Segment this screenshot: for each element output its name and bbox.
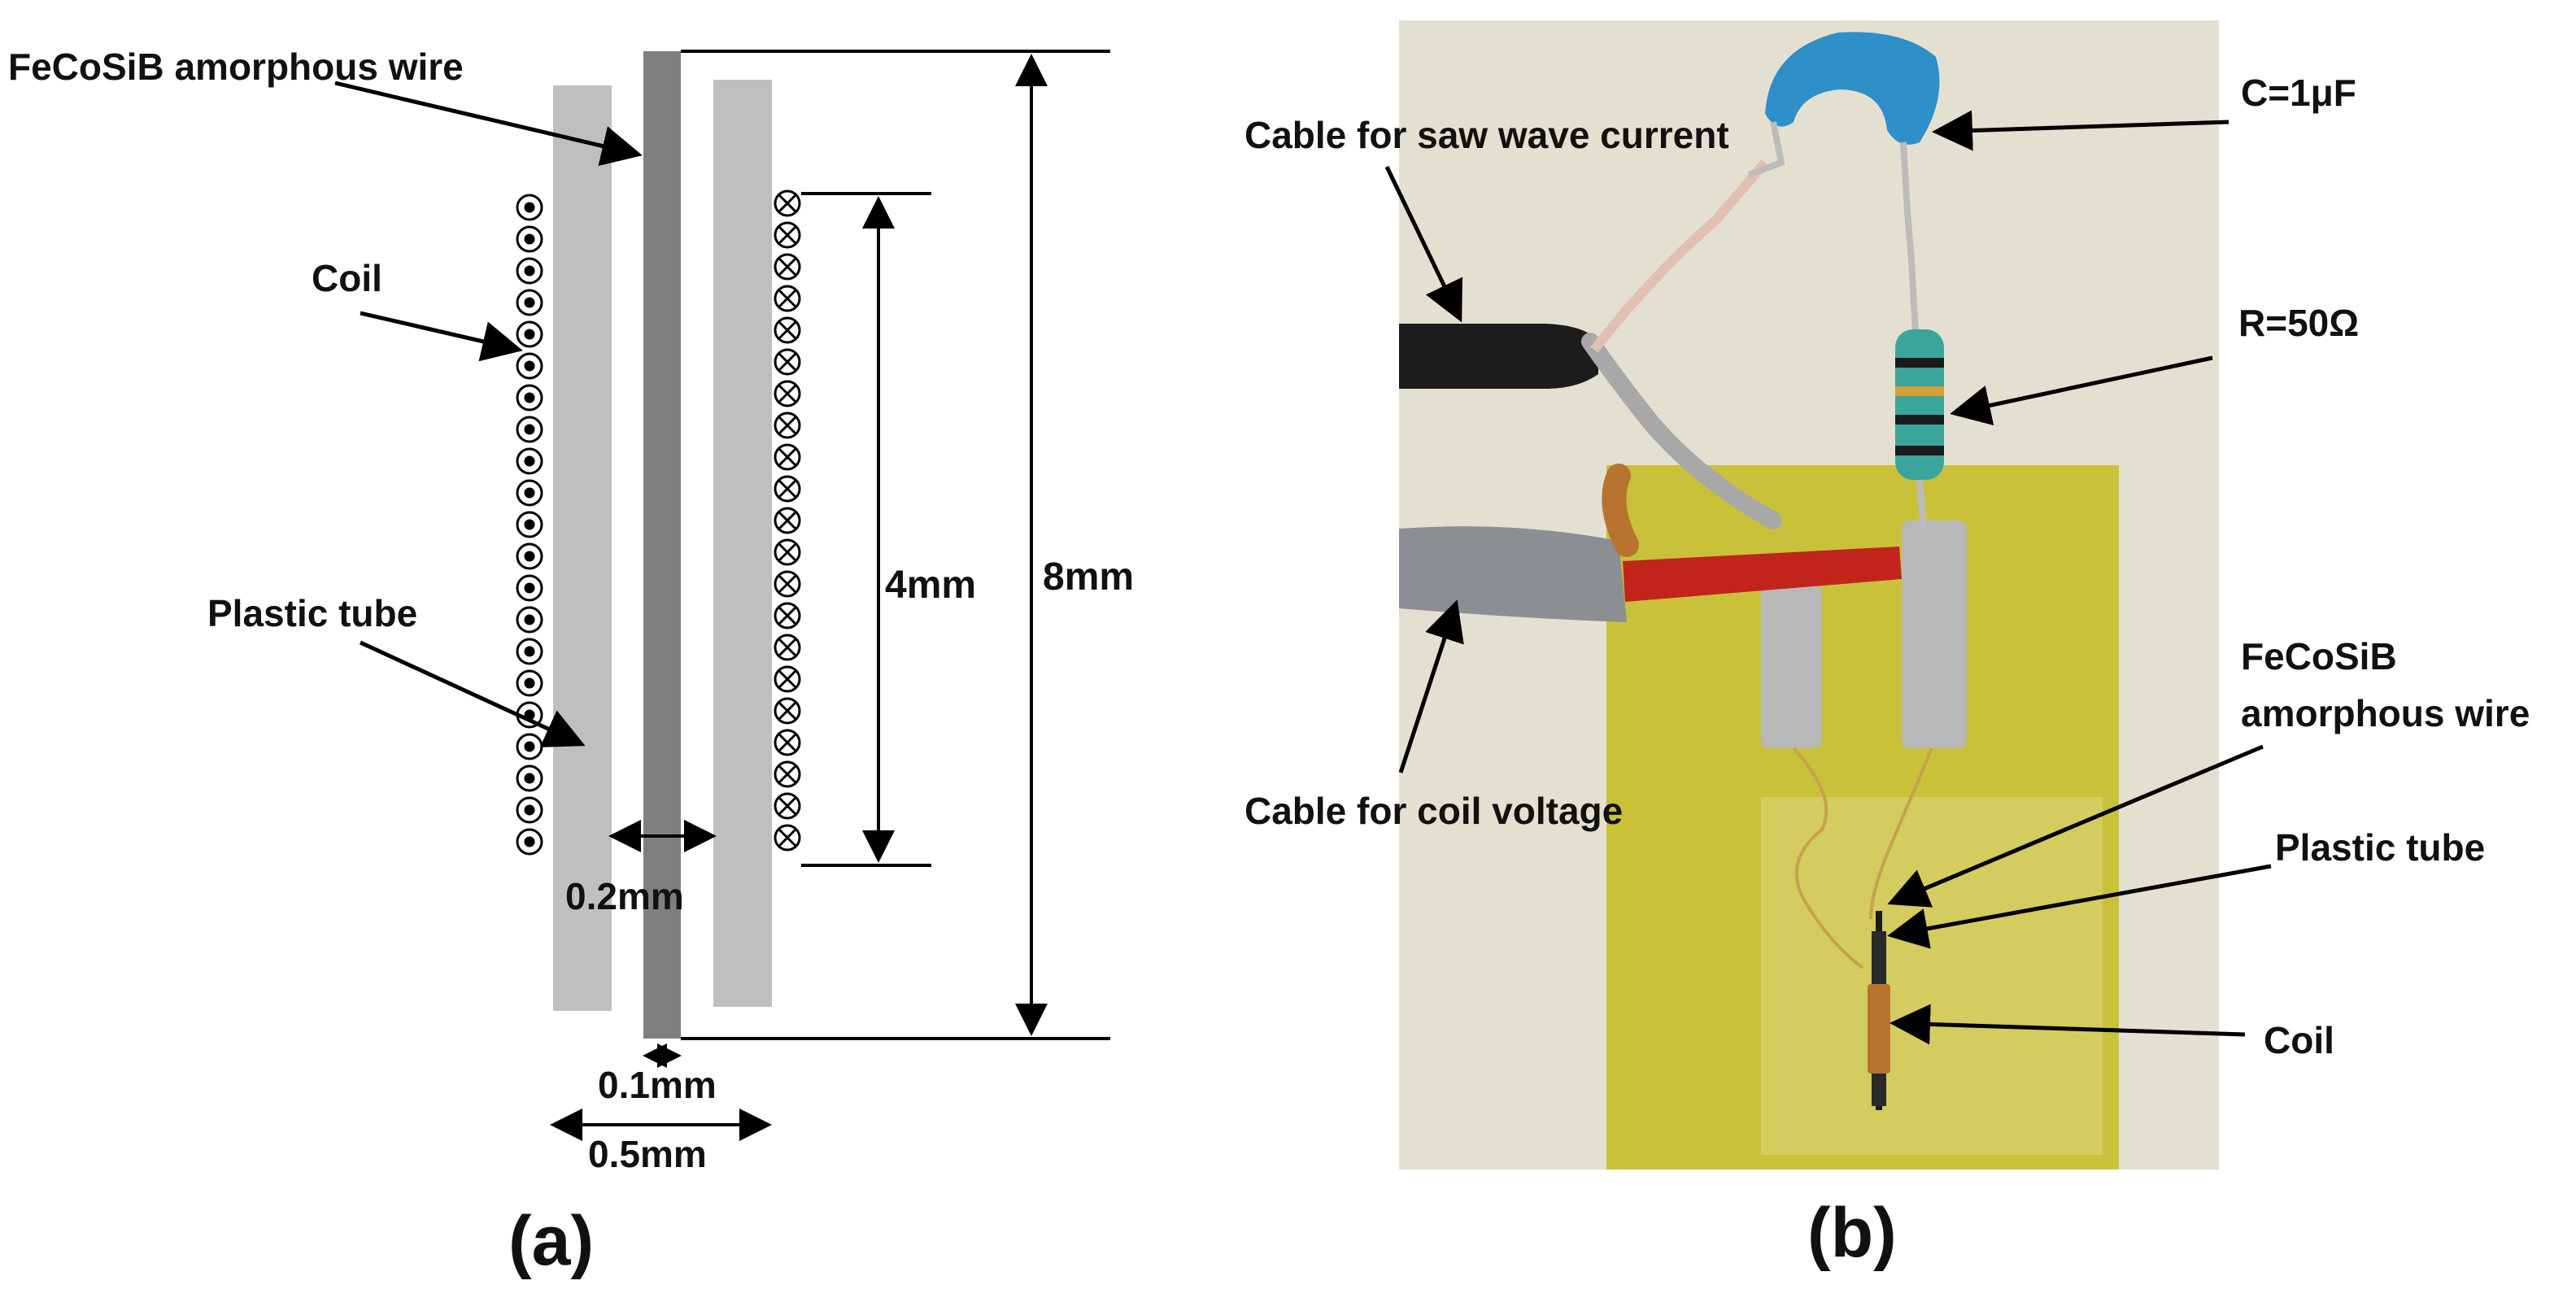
coil-turn-dot: [516, 289, 543, 316]
amorphous-wire: [643, 51, 681, 1039]
resistor-pointer: [1950, 355, 2213, 426]
fine-wire-right: [1869, 747, 1933, 920]
tube-diameter-label: 0.5mm: [588, 1133, 707, 1175]
wire-photo-pointer: [1887, 744, 2264, 908]
coil-turn-dot: [516, 447, 543, 475]
capacitor-lead-left: [1747, 121, 1785, 178]
wire-label-line2: amorphous wire: [2241, 692, 2530, 734]
coil-turn-dot: [516, 828, 543, 856]
tube-label: Plastic tube: [207, 592, 417, 634]
coil-turn-cross: [774, 380, 801, 407]
plastic-tube-right: [713, 80, 772, 1007]
solder-pad-right: [1902, 521, 1967, 748]
coil-turn-cross: [774, 507, 801, 534]
solder-pad-left: [1761, 586, 1822, 748]
coil-left: [516, 194, 543, 856]
copper-lead: [1602, 464, 1639, 557]
coil-turn-dot: [516, 257, 543, 285]
coil-turn-dot: [516, 606, 543, 634]
resistor-band-3: [1895, 415, 1944, 425]
coil-turn-cross: [774, 285, 801, 312]
coil-turn-dot: [516, 796, 543, 824]
tube-pointer: [359, 640, 586, 747]
wire-label-line1: FeCoSiB: [2241, 635, 2397, 677]
capacitor-pointer: [1932, 110, 2229, 151]
total-length-label: 8mm: [1043, 555, 1134, 599]
coil-photo-pointer: [1890, 1004, 2246, 1045]
coil-turn-cross: [774, 602, 801, 629]
capacitor-lead-right: [1900, 142, 1915, 261]
coil-turn-cross: [774, 538, 801, 566]
saw-cable-label: Cable for saw wave current: [1244, 114, 1729, 156]
coil-pointer: [360, 311, 523, 362]
coil-turn-cross: [774, 189, 801, 217]
coil-turn-cross: [774, 316, 801, 344]
coil-turn-dot: [516, 574, 543, 602]
saw-lead: [1590, 159, 1769, 353]
resistor-label: R=50Ω: [2238, 302, 2359, 344]
gray-cable: [1399, 526, 1627, 622]
saw-cable-pointer: [1384, 165, 1463, 323]
capacitor-label: C=1μF: [2241, 72, 2356, 114]
resistor-band-1: [1895, 358, 1944, 368]
coil-turn-cross: [774, 570, 801, 598]
coil-turn-dot: [516, 764, 543, 792]
coil-turn-cross: [774, 792, 801, 820]
resistor-lead-top: [1908, 259, 1919, 334]
black-cable: [1399, 324, 1598, 389]
coil-turn-dot: [516, 194, 543, 221]
coil-turn-cross: [774, 348, 801, 376]
wire-pointer: [334, 81, 643, 166]
capacitor-body: [1765, 32, 1940, 145]
coil-cable-pointer: [1398, 599, 1464, 773]
coil-right: [774, 189, 801, 852]
tube-photo-pointer: [1887, 864, 2272, 949]
coil-turn-dot: [516, 542, 543, 570]
plastic-tube-left: [553, 85, 612, 1011]
coil-turn-cross: [774, 634, 801, 661]
panel-b-caption: (b): [1807, 1194, 1897, 1272]
coil-turn-dot: [516, 352, 543, 380]
cable-shield: [1581, 333, 1782, 529]
resistor-band-4: [1895, 446, 1944, 455]
coil-turn-dot: [516, 638, 543, 665]
tube-photo-label: Plastic tube: [2275, 826, 2485, 869]
coil-photo-label: Coil: [2264, 1019, 2334, 1061]
coil-turn-dot: [516, 733, 543, 760]
coil-turn-dot: [516, 479, 543, 507]
coil-turn-dot: [516, 416, 543, 443]
panel-a: FeCoSiB amorphous wire Coil Plastic tube…: [8, 46, 1134, 1280]
wire-diameter-label: 0.1mm: [598, 1064, 717, 1106]
coil-turn-cross: [774, 697, 801, 725]
coil-turn-cross: [774, 760, 801, 788]
red-wire: [1623, 547, 1902, 602]
coil-turn-cross: [774, 443, 801, 471]
coil-turn-cross: [774, 665, 801, 693]
coil-turn-cross: [774, 412, 801, 439]
panel-a-caption: (a): [508, 1202, 594, 1280]
fine-wire-left: [1792, 747, 1864, 969]
coil-turn-dot: [516, 669, 543, 697]
panel-b: C=1μF R=50Ω Cable for saw wave current C…: [1244, 20, 2530, 1272]
pcb-tape: [1761, 797, 2103, 1155]
coil-length-label: 4mm: [885, 564, 976, 607]
sensor-coil: [1868, 984, 1890, 1074]
coil-turn-dot: [516, 511, 543, 538]
resistor-band-2: [1895, 386, 1944, 396]
coil-turn-cross: [774, 253, 801, 281]
coil-turn-cross: [774, 824, 801, 852]
coil-turn-dot: [516, 384, 543, 412]
coil-cable-label: Cable for coil voltage: [1244, 790, 1623, 832]
coil-label: Coil: [312, 257, 382, 299]
gap-label: 0.2mm: [565, 875, 684, 917]
coil-turn-cross: [774, 475, 801, 503]
coil-turn-dot: [516, 225, 543, 253]
coil-turn-dot: [516, 320, 543, 348]
wire-label: FeCoSiB amorphous wire: [8, 46, 464, 88]
resistor-body: [1895, 329, 1944, 480]
coil-turn-cross: [774, 729, 801, 756]
resistor-lead-bottom: [1916, 479, 1927, 529]
coil-turn-cross: [774, 221, 801, 249]
